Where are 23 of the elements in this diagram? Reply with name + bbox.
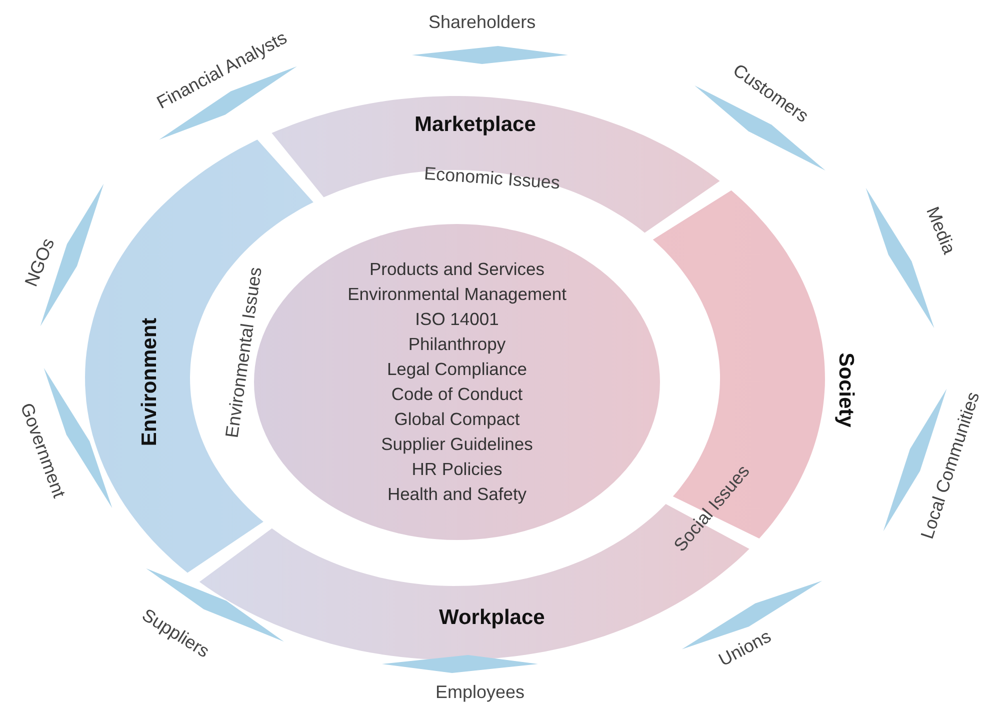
list-item: Supplier Guidelines	[381, 433, 533, 456]
stakeholder-label: NGOs	[20, 234, 60, 290]
list-item: Legal Compliance	[386, 358, 528, 381]
ring-segment	[271, 96, 720, 233]
list-item: Code of Conduct	[391, 383, 523, 406]
list-item: Philanthropy	[408, 333, 506, 356]
segment-title: Workplace	[439, 606, 545, 630]
segment-title: Environment	[138, 318, 162, 446]
list-item: Products and Services	[369, 258, 545, 281]
list-item: Health and Safety	[387, 483, 527, 506]
stakeholder-label: Employees	[436, 682, 525, 702]
list-item: Global Compact	[394, 408, 520, 431]
ring-segment	[85, 139, 314, 573]
segment-title: Society	[832, 352, 857, 428]
issue-label: Environmental Issues	[222, 265, 266, 439]
stakeholder-marker	[382, 655, 538, 703]
list-item: Environmental Management	[348, 283, 566, 306]
stakeholder-label: Shareholders	[428, 12, 536, 32]
list-item: ISO 14001	[415, 308, 499, 331]
list-item: HR Policies	[412, 458, 502, 481]
issue-label: Economic Issues	[423, 162, 561, 194]
stakeholder-label: Media	[921, 203, 959, 257]
segment-title: Marketplace	[414, 113, 536, 137]
